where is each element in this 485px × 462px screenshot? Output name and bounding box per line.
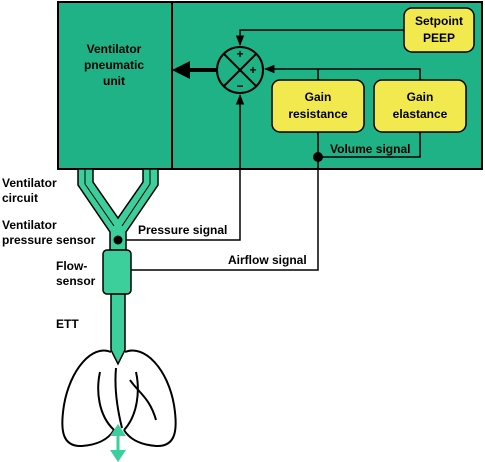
summing-junction	[216, 46, 264, 94]
flow-sensor-label-2: sensor	[56, 274, 96, 288]
volume-signal-label: Volume signal	[330, 142, 410, 156]
junction-sign-bottom: −	[236, 79, 243, 93]
gain-resistance-label-1: Gain	[305, 90, 332, 104]
ventilator-circuit-label-1: Ventilator	[2, 176, 57, 190]
endotracheal-tube	[110, 293, 126, 366]
setpoint-signal-line	[235, 29, 404, 47]
gain-resistance-box	[271, 79, 365, 133]
airflow-signal-label: Airflow signal	[228, 253, 307, 267]
ventilator-circuit-label-2: circuit	[2, 191, 38, 205]
pressure-signal-line	[118, 93, 245, 241]
flow-sensor-label-1: Flow-	[56, 259, 87, 273]
gain-elastance-label-1: Gain	[407, 90, 434, 104]
gain-output-line	[263, 64, 421, 80]
setpoint-label-2: PEEP	[423, 31, 455, 45]
ett-label: ETT	[56, 317, 79, 331]
junction-sign-top: +	[236, 47, 243, 61]
pressure-sensor-label-1: Ventilator	[2, 218, 57, 232]
airflow-signal-line	[131, 157, 319, 271]
junction-sign-right: +	[249, 63, 256, 77]
pressure-sensor-dot	[113, 235, 123, 245]
gain-resistance-label-2: resistance	[288, 107, 348, 121]
output-arrow-head	[172, 61, 190, 79]
pressure-signal-label: Pressure signal	[138, 223, 227, 237]
setpoint-label-1: Setpoint	[415, 14, 463, 28]
gain-elastance-box	[373, 79, 467, 133]
ventilator-circuit-tubing	[77, 168, 159, 251]
gain-elastance-label-2: elastance	[393, 107, 448, 121]
pressure-sensor-label-2: pressure sensor	[2, 233, 96, 247]
pneumatic-unit-label-3: unit	[103, 74, 125, 88]
lung-motion-arrow	[110, 424, 126, 462]
flow-sensor	[102, 249, 132, 295]
pneumatic-unit-label-2: pneumatic	[84, 58, 144, 72]
lungs-outline	[61, 349, 177, 448]
volume-signal-line	[318, 132, 421, 158]
pneumatic-unit-label-1: Ventilator	[87, 42, 142, 56]
